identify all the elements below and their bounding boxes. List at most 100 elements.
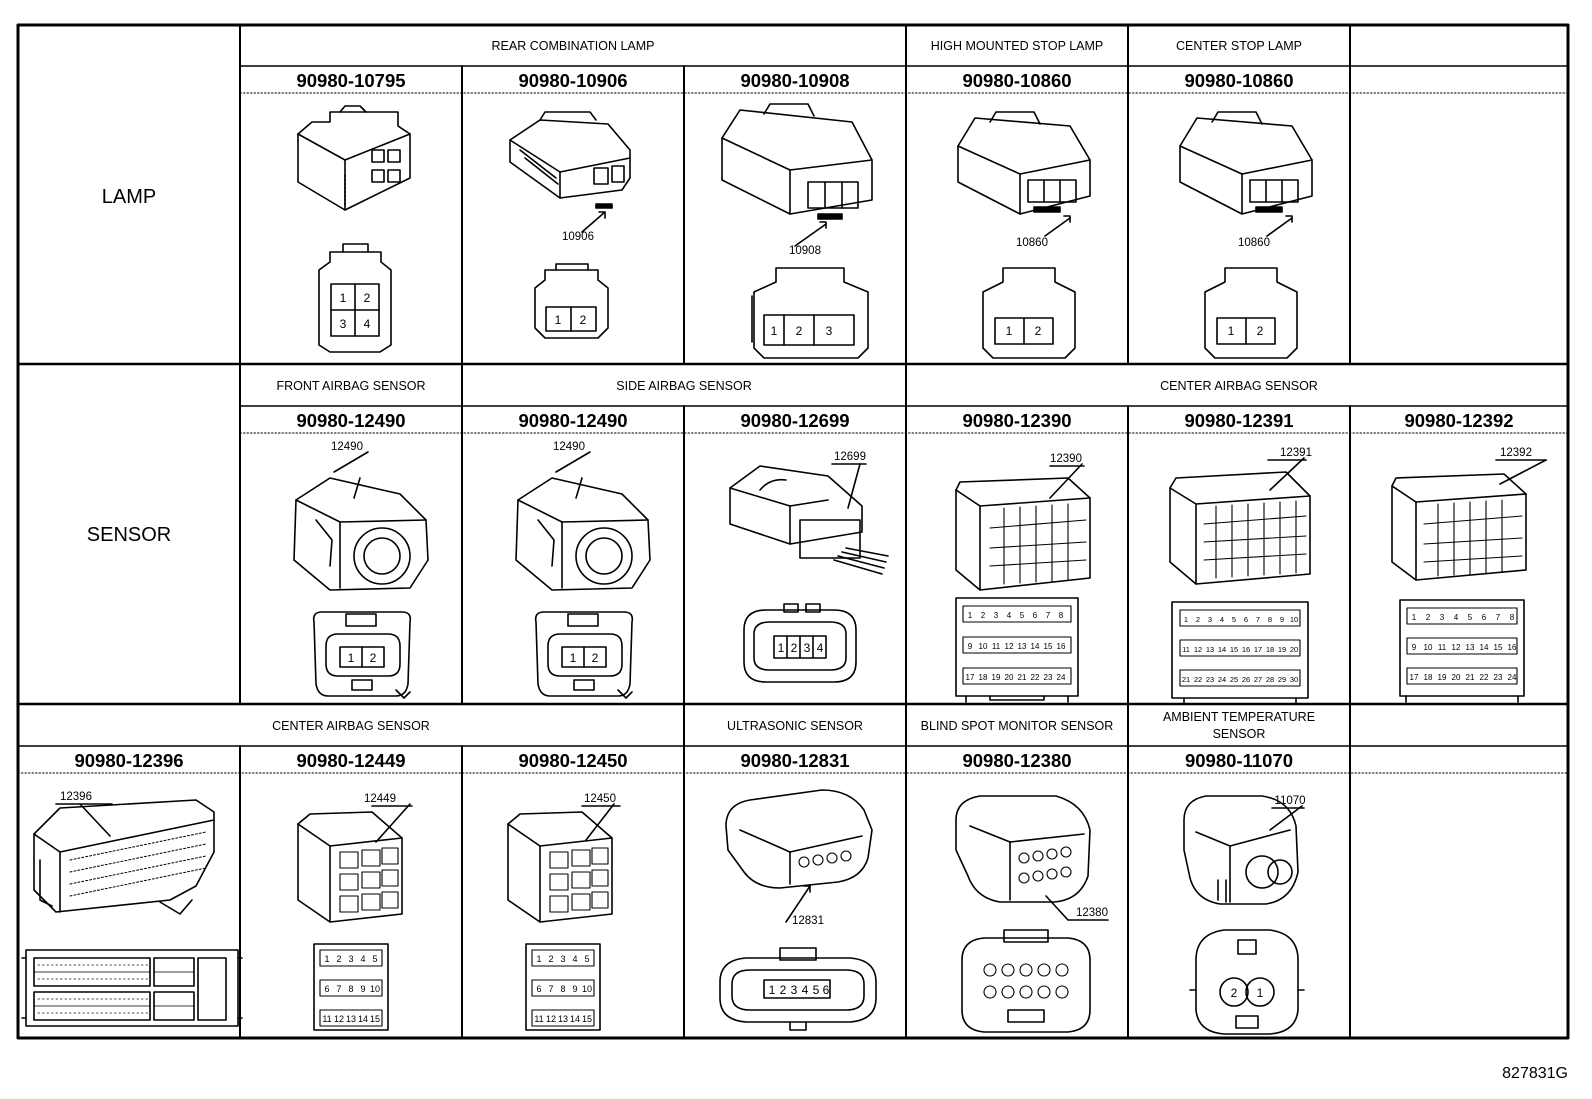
group-header-center-stop-lamp: CENTER STOP LAMP (1176, 39, 1302, 53)
pin-label: 22 (1480, 673, 1489, 682)
pin-label: 3 (826, 324, 833, 338)
group-header-side-airbag-sensor: SIDE AIRBAG SENSOR (616, 379, 751, 393)
pin-label: 28 (1266, 675, 1274, 684)
pin-label: 29 (1278, 675, 1286, 684)
pin-label: 2 (981, 611, 986, 620)
row-category-lamp: LAMP (102, 186, 156, 208)
pin-label: 9 (968, 642, 973, 651)
pin-label: 8 (1510, 613, 1515, 622)
pin-label: 7 (336, 984, 341, 994)
part-number: 90980-12831 (740, 750, 849, 771)
pin-label: 4 (1007, 611, 1012, 620)
pin-label: 12 (1452, 643, 1461, 652)
pin-label: 9 (1280, 615, 1284, 624)
connector-12390-drawing (955, 463, 1091, 703)
pin-grid-12449: 1 2 3 4 5 6 7 8 9 10 11 12 13 14 15 (322, 954, 380, 1024)
connector-12392-drawing (1391, 459, 1547, 703)
part-number: 90980-10860 (1184, 70, 1293, 91)
row-category-sensor: SENSOR (87, 524, 171, 546)
pin-label: 1 (1412, 613, 1417, 622)
group-header-rear-combination-lamp: REAR COMBINATION LAMP (492, 39, 655, 53)
table-grid (16, 23, 1570, 1040)
pin-label: 25 (1230, 675, 1238, 684)
pin-label: 24 (1218, 675, 1226, 684)
connector-12490-drawing (293, 451, 429, 699)
pin-label: 12 (1005, 642, 1014, 651)
pin-label: 13 (1206, 645, 1214, 654)
pin-label: 3 (348, 954, 353, 964)
pin-label: 17 (966, 673, 975, 682)
pin-label: 4 (572, 954, 577, 964)
pin-label: 1 (968, 611, 973, 620)
pin-label: 15 (1044, 642, 1053, 651)
pin-label: 17 (1410, 673, 1419, 682)
connector-callout: 12490 (331, 441, 363, 453)
pin-label: 10 (1424, 643, 1433, 652)
part-number: 90980-12699 (740, 410, 849, 431)
connector-callout: 12490 (553, 441, 585, 453)
pin-label: 20 (1290, 645, 1298, 654)
pin-label: 6 (324, 984, 329, 994)
pin-label: 5 (813, 983, 820, 997)
part-number: 90980-10795 (296, 70, 405, 91)
part-number: 90980-11070 (1185, 750, 1293, 771)
pin-label: 13 (346, 1014, 356, 1024)
pin-label: 20 (1452, 673, 1461, 682)
pin-label: 13 (1466, 643, 1475, 652)
pin-label: 3 (1208, 615, 1212, 624)
pin-label: 12 (1194, 645, 1202, 654)
connector-12699-drawing (729, 463, 889, 683)
pin-label: 10 (370, 984, 380, 994)
pin-label: 7 (548, 984, 553, 994)
pin-label: 8 (1059, 611, 1064, 620)
pin-label: 7 (1256, 615, 1260, 624)
pin-label: 4 (1454, 613, 1459, 622)
pin-label: 11 (1438, 643, 1447, 652)
pin-label: 11 (992, 642, 1001, 651)
pin-label: 2 (592, 651, 599, 665)
pin-label: 18 (1424, 673, 1433, 682)
pin-label: 11 (534, 1014, 543, 1024)
pin-label: 21 (1182, 675, 1190, 684)
pin-label: 15 (1494, 643, 1503, 652)
pin-label: 1 (778, 641, 785, 655)
pin-label: 2 (1196, 615, 1200, 624)
pin-label: 11 (1182, 645, 1190, 654)
pin-label: 8 (560, 984, 565, 994)
pin-label: 26 (1242, 675, 1250, 684)
part-number: 90980-12380 (962, 750, 1071, 771)
connector-12450-drawing (507, 803, 621, 1031)
pin-label: 10 (979, 642, 988, 651)
pin-label: 13 (558, 1014, 568, 1024)
pin-label: 1 (1228, 324, 1235, 338)
pin-label: 2 (1231, 986, 1238, 1000)
connector-callout: 12396 (60, 791, 92, 803)
connector-callout: 11070 (1274, 795, 1305, 807)
group-header-ultrasonic-sensor: ULTRASONIC SENSOR (727, 719, 863, 733)
part-number: 90980-10906 (518, 70, 627, 91)
pin-label: 9 (360, 984, 365, 994)
connector-12490-drawing (515, 451, 651, 699)
pin-label: 6 (1033, 611, 1038, 620)
pin-label: 12 (334, 1014, 344, 1024)
connector-callout: 12391 (1280, 447, 1312, 459)
pin-label: 21 (1466, 673, 1475, 682)
pin-label: 3 (340, 317, 347, 331)
pin-label: 30 (1290, 675, 1298, 684)
part-number: 90980-12396 (74, 750, 183, 771)
pin-label: 22 (1194, 675, 1202, 684)
pin-label: 16 (1242, 645, 1250, 654)
part-number: 90980-10908 (740, 70, 849, 91)
pin-label: 2 (791, 641, 798, 655)
pin-label: 16 (1057, 642, 1066, 651)
pin-label: 18 (1266, 645, 1274, 654)
pin-label: 3 (1440, 613, 1445, 622)
pin-label: 15 (370, 1014, 380, 1024)
connector-11070-drawing (1183, 795, 1305, 1035)
pin-label: 5 (584, 954, 589, 964)
pin-label: 2 (796, 324, 803, 338)
connector-10906-drawing (509, 111, 631, 339)
pin-label: 14 (1218, 645, 1226, 654)
part-number: 90980-12490 (518, 410, 627, 431)
